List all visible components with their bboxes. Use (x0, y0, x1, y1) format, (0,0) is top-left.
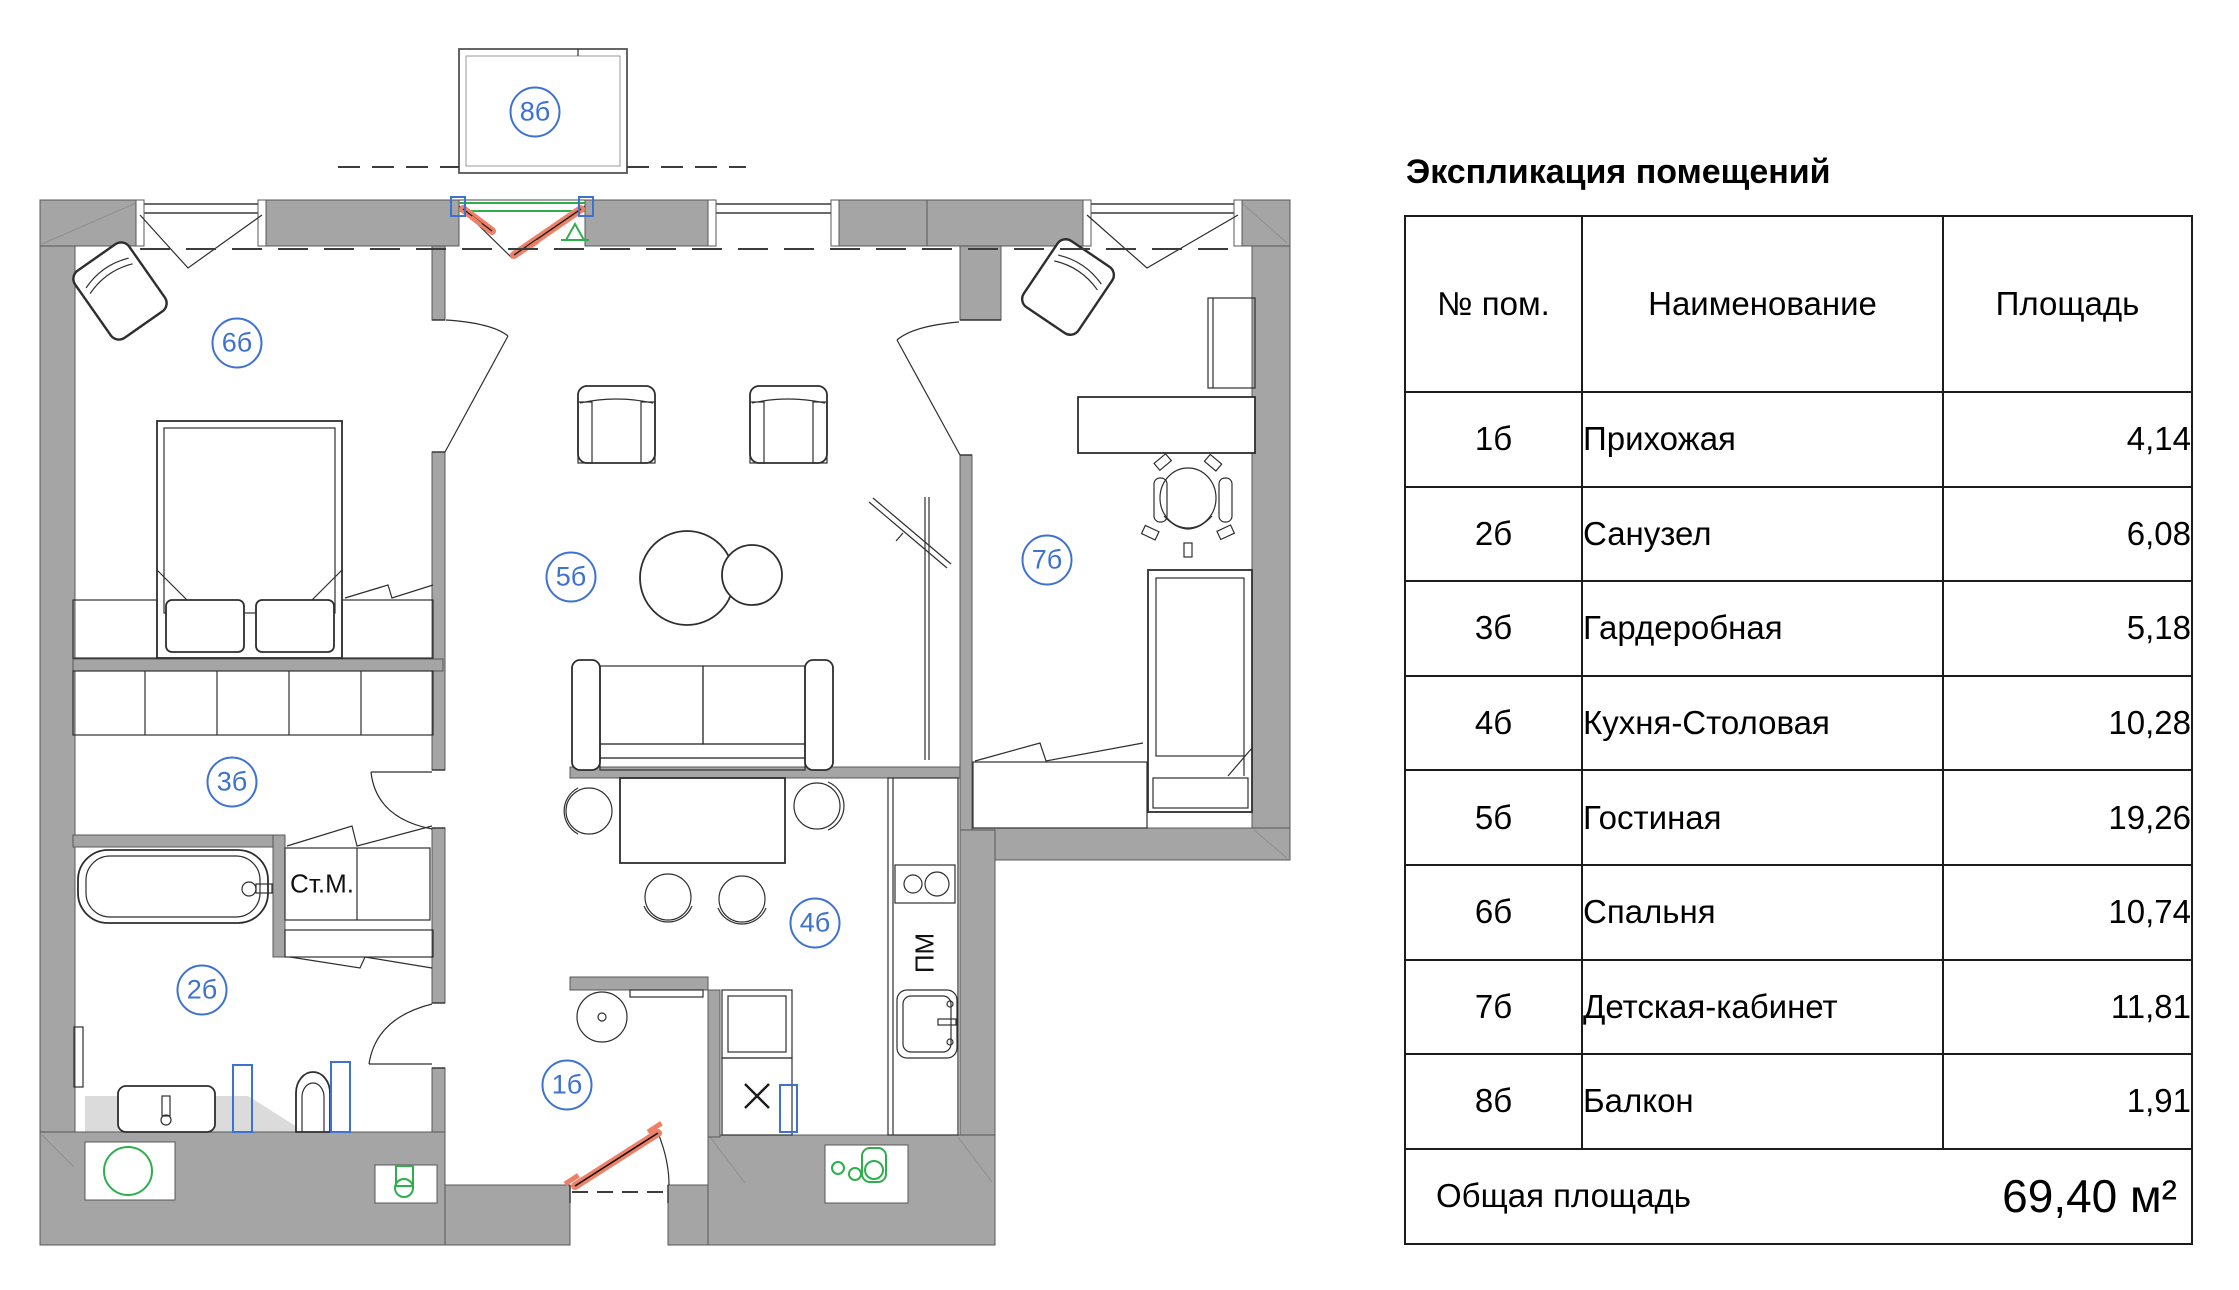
cell-num: 3б (1404, 580, 1583, 677)
room-label-room-5b: 5б (545, 551, 597, 603)
room-label-room-8b: 8б (509, 86, 561, 138)
cell-name: Прихожая (1581, 391, 1944, 488)
room-label-room-2b: 2б (176, 964, 228, 1016)
kids-room-furniture (972, 238, 1256, 829)
bathroom-furniture (73, 849, 351, 1133)
windows (135, 199, 1243, 269)
bedroom-furniture (72, 241, 434, 659)
balcony-door (450, 196, 594, 259)
cell-num: 5б (1404, 769, 1583, 866)
total-row: Общая площадь 69,40 м² (1404, 1147, 2193, 1245)
total-value: 69,40 м² (2002, 1170, 2177, 1223)
cell-area: 6,08 (1942, 485, 2193, 583)
vent-symbols (103, 1146, 887, 1198)
header-row: № пом. Наименование Площадь (1404, 215, 2193, 393)
dishwasher-label: ПМ (909, 932, 940, 974)
cell-name: Кухня-Столовая (1581, 674, 1944, 772)
cell-num: 4б (1404, 674, 1583, 772)
cell-num: 2б (1404, 485, 1583, 583)
cell-num: 1б (1404, 391, 1583, 488)
living-room-furniture (571, 385, 952, 771)
kitchen-furniture (563, 777, 959, 1136)
cell-area: 11,81 (1942, 958, 2193, 1056)
cell-area: 10,28 (1942, 674, 2193, 772)
cell-area: 19,26 (1942, 769, 2193, 866)
explication-panel: Экспликация помещений № пом. Наименовани… (1404, 150, 2194, 1245)
floor-plan-drawing: .wall{fill:#A5A5A5;stroke:#585858;stroke… (39, 48, 1291, 1246)
room-label-room-7b: 7б (1021, 534, 1073, 586)
washing-machine-label: Ст.М. (290, 868, 354, 899)
cell-area: 5,18 (1942, 580, 2193, 677)
door-swings (368, 319, 961, 1065)
wardrobe-room-furniture (72, 670, 434, 969)
col-header-area: Площадь (1942, 215, 2193, 393)
armchair-6b (72, 241, 168, 341)
cell-area: 10,74 (1942, 863, 2193, 961)
cell-num: 7б (1404, 958, 1583, 1056)
cell-num: 6б (1404, 863, 1583, 961)
cell-name: Спальня (1581, 863, 1944, 961)
room-label-room-4b: 4б (789, 897, 841, 949)
cell-name: Балкон (1581, 1053, 1944, 1150)
cell-name: Детская-кабинет (1581, 958, 1944, 1056)
explication-title: Экспликация помещений (1406, 153, 1831, 191)
dashed-lines (140, 166, 1238, 1193)
room-label-room-3b: 3б (206, 756, 258, 808)
room-label-room-1b: 1б (541, 1059, 593, 1111)
cell-area: 1,91 (1942, 1053, 2193, 1150)
cell-name: Санузел (1581, 485, 1944, 583)
balcony (458, 48, 628, 174)
cell-name: Гардеробная (1581, 580, 1944, 677)
cell-num: 8б (1404, 1053, 1583, 1150)
col-header-num: № пом. (1404, 215, 1583, 393)
interior-walls (72, 245, 1001, 1138)
room-label-room-6b: 6б (211, 317, 263, 369)
entrance-door (563, 1121, 670, 1203)
cell-name: Гостиная (1581, 769, 1944, 866)
floor-plan: .wall{fill:#A5A5A5;stroke:#585858;stroke… (39, 48, 1291, 1246)
total-label: Общая площадь (1436, 1177, 1691, 1215)
col-header-name: Наименование (1581, 215, 1944, 393)
cell-area: 4,14 (1942, 391, 2193, 488)
